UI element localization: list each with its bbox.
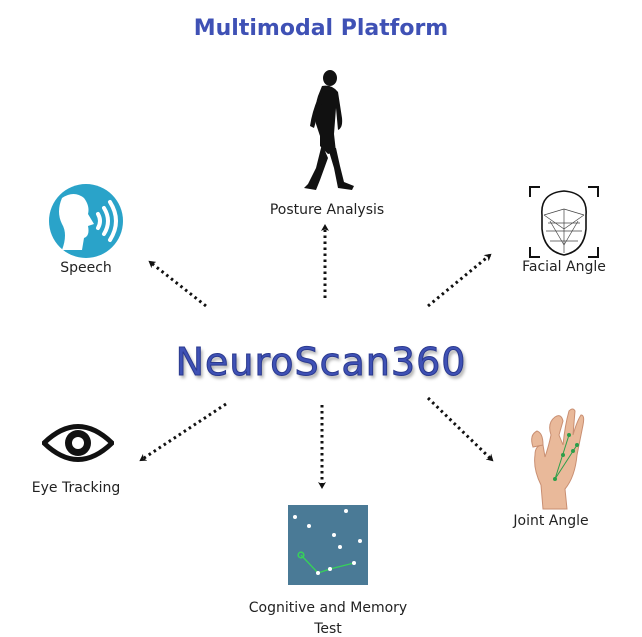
joint-angle-label: Joint Angle bbox=[513, 513, 589, 529]
face-mesh-icon bbox=[529, 186, 599, 258]
neuroscan-hub-title: NeuroScan360 bbox=[175, 340, 467, 385]
walking-person-icon bbox=[304, 70, 354, 190]
facial-label: Facial Angle bbox=[522, 259, 606, 275]
arrow-to-speech bbox=[148, 260, 207, 308]
memory-test-icon bbox=[288, 505, 368, 585]
arrow-to-facial bbox=[427, 253, 492, 308]
speech-label: Speech bbox=[60, 260, 112, 276]
cognitive-label-line1: Cognitive and Memory bbox=[248, 600, 408, 616]
arrow-to-eye bbox=[139, 402, 227, 462]
speaking-head-icon bbox=[49, 184, 123, 258]
eye-tracking-label: Eye Tracking bbox=[31, 480, 121, 496]
arrow-to-joint bbox=[426, 396, 494, 462]
posture-label: Posture Analysis bbox=[269, 202, 385, 218]
diagram-title: Multimodal Platform bbox=[193, 16, 449, 41]
hand-icon bbox=[531, 408, 585, 510]
eye-icon bbox=[42, 424, 114, 462]
cognitive-label-line2: Test bbox=[314, 621, 342, 637]
